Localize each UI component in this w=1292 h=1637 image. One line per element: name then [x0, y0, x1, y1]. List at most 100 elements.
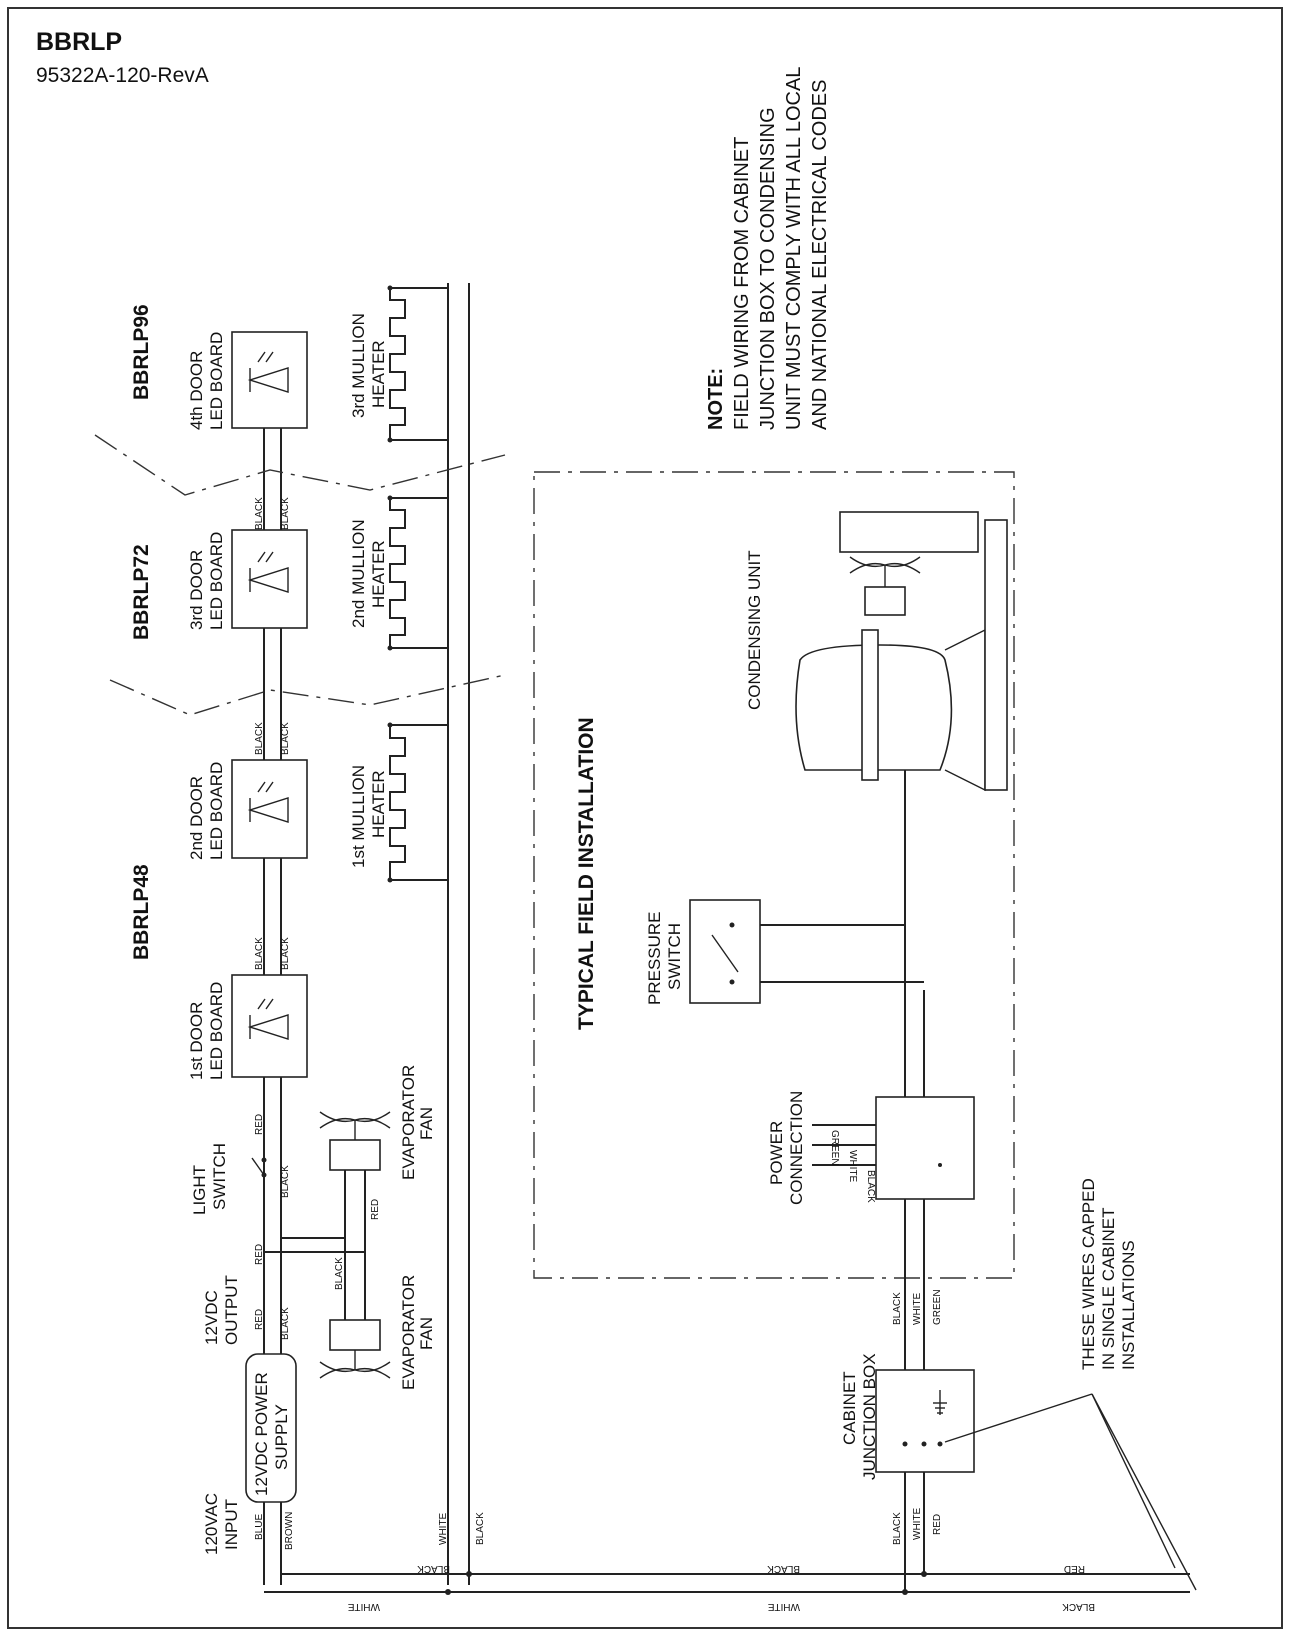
- power-supply-label-1: 12VDC POWER: [252, 1372, 271, 1496]
- wire-label-black: BLACK: [280, 937, 291, 970]
- led-board-1-label-2: LED BOARD: [207, 982, 226, 1080]
- junction-box-label-2: JUNCTION BOX: [860, 1353, 879, 1480]
- pressure-switch-label-1: PRESSURE: [645, 911, 664, 1005]
- wire-label-black: BLACK: [254, 937, 265, 970]
- wire-label-black: BLACK: [334, 1257, 345, 1290]
- led-board-2-label-2: LED BOARD: [207, 762, 226, 860]
- wire-label-black: BLACK: [767, 1563, 800, 1574]
- heater-3-label-2: HEATER: [369, 340, 388, 408]
- led-board-1-label-1: 1st DOOR: [187, 1002, 206, 1080]
- wire-label-black: BLACK: [254, 497, 265, 530]
- wire-label-black: BLACK: [892, 1292, 903, 1325]
- evap-fan-bottom-label-2: FAN: [417, 1317, 436, 1350]
- wire-label-blue: BLUE: [254, 1514, 265, 1540]
- field-wire-labels: BLACK WHITE GREEN BLACK WHITE RED BLACK …: [347, 1289, 1095, 1612]
- input-label-1: 120VAC: [202, 1493, 221, 1555]
- wire-label-white: WHITE: [438, 1512, 449, 1545]
- wire-label-white: WHITE: [912, 1507, 923, 1540]
- evaporator-fan-top: EVAPORATOR FAN RED BLACK: [319, 1065, 436, 1290]
- power-supply-label-2: SUPPLY: [272, 1404, 291, 1470]
- field-installation-boundary: TYPICAL FIELD INSTALLATION: [533, 471, 1015, 1279]
- model-label-bbrlp72: BBRLP72: [130, 544, 153, 640]
- wire-label-black: BLACK: [280, 722, 291, 755]
- pressure-switch: PRESSURE SWITCH: [645, 899, 924, 1005]
- model-break-lines: [94, 434, 506, 716]
- wire-label-brown: BROWN: [284, 1512, 295, 1550]
- wire-label-black: BLACK: [892, 1512, 903, 1545]
- led-board-1: 1st DOOR LED BOARD: [187, 974, 308, 1080]
- wire-label-black: BLACK: [280, 497, 291, 530]
- capped-note-1: THESE WIRES CAPPED: [1079, 1178, 1098, 1370]
- fan-wiring: [264, 1168, 366, 1320]
- light-switch-label-1: LIGHT: [190, 1165, 209, 1215]
- wire-label-white: WHITE: [767, 1601, 800, 1612]
- wire-label-red: RED: [254, 1309, 265, 1330]
- wire-label-red: RED: [254, 1114, 265, 1135]
- evap-fan-top-label-2: FAN: [417, 1107, 436, 1140]
- led-board-4: 4th DOOR LED BOARD: [187, 331, 308, 430]
- wire-label-black: BLACK: [1062, 1601, 1095, 1612]
- output-label-1: 12VDC: [202, 1290, 221, 1345]
- light-switch-label-2: SWITCH: [210, 1143, 229, 1210]
- capped-wires: THESE WIRES CAPPED IN SINGLE CABINET INS…: [944, 1178, 1197, 1593]
- wire-label-white: WHITE: [347, 1601, 380, 1612]
- model-label-bbrlp96: BBRLP96: [130, 304, 153, 400]
- note-line-2: FIELD WIRING FROM CABINET: [731, 137, 753, 430]
- evap-fan-top-label-1: EVAPORATOR: [399, 1065, 418, 1180]
- drawing-number: 95322A-120-RevA: [36, 64, 209, 87]
- led-board-2: 2nd DOOR LED BOARD: [187, 759, 308, 860]
- mullion-heater-2: 2nd MULLION HEATER: [349, 495, 448, 651]
- wire-label-white: WHITE: [847, 1150, 858, 1183]
- heater-2-label-1: 2nd MULLION: [349, 519, 368, 628]
- pressure-switch-label-2: SWITCH: [665, 923, 684, 990]
- mullion-heater-1: 1st MULLION HEATER: [349, 722, 448, 883]
- led-wire-labels: BLACK BLACK BLACK BLACK BLACK BLACK RED …: [254, 497, 486, 1550]
- wire-label-black: BLACK: [865, 1170, 876, 1203]
- model-label-bbrlp48: BBRLP48: [130, 864, 153, 960]
- evaporator-fan-bottom: EVAPORATOR FAN: [319, 1275, 436, 1390]
- wire-label-black: BLACK: [254, 722, 265, 755]
- input-label-2: INPUT: [222, 1499, 241, 1550]
- field-wiring-note: NOTE: FIELD WIRING FROM CABINET JUNCTION…: [705, 67, 831, 430]
- wire-label-red: RED: [370, 1199, 381, 1220]
- wire-label-red: RED: [1064, 1563, 1085, 1574]
- mullion-heater-3: 3rd MULLION HEATER: [349, 285, 448, 443]
- led-board-2-label-1: 2nd DOOR: [187, 776, 206, 860]
- heater-1-label-2: HEATER: [369, 770, 388, 838]
- wire-label-black: BLACK: [280, 1307, 291, 1340]
- led-board-3-label-2: LED BOARD: [207, 532, 226, 630]
- led-board-3: 3rd DOOR LED BOARD: [187, 529, 308, 630]
- note-line-3: JUNCTION BOX TO CONDENSING: [757, 107, 779, 430]
- note-line-5: AND NATIONAL ELECTRICAL CODES: [809, 80, 831, 430]
- wire-label-red: RED: [254, 1244, 265, 1265]
- field-installation-title: TYPICAL FIELD INSTALLATION: [575, 717, 598, 1030]
- condensing-unit-label: CONDENSING UNIT: [745, 550, 764, 710]
- led-board-4-label-1: 4th DOOR: [187, 351, 206, 430]
- wire-label-green: GREEN: [932, 1289, 943, 1325]
- drawing-title: BBRLP: [36, 28, 123, 56]
- wire-label-green: GREEN: [829, 1130, 840, 1166]
- evap-fan-bottom-label-1: EVAPORATOR: [399, 1275, 418, 1390]
- heater-2-label-2: HEATER: [369, 540, 388, 608]
- wire-label-black: BLACK: [475, 1512, 486, 1545]
- power-connection: POWER CONNECTION GREEN WHITE BLACK: [767, 1091, 975, 1205]
- power-supply: 12VDC POWER SUPPLY 12VDC OUTPUT 120VAC I…: [202, 1275, 297, 1555]
- capped-note-3: INSTALLATIONS: [1119, 1240, 1138, 1370]
- power-connection-label-1: POWER: [767, 1121, 786, 1185]
- drawing-frame: [7, 7, 1283, 1629]
- wire-label-black: BLACK: [280, 1165, 291, 1198]
- wire-label-white: WHITE: [912, 1292, 923, 1325]
- model-labels: BBRLP48 BBRLP72 BBRLP96: [130, 304, 153, 960]
- heater-3-label-1: 3rd MULLION: [349, 313, 368, 418]
- wire-label-red: RED: [932, 1514, 943, 1535]
- cabinet-junction-box: CABINET JUNCTION BOX: [840, 1353, 975, 1480]
- led-board-4-label-2: LED BOARD: [207, 332, 226, 430]
- wire-label-black: BLACK: [417, 1563, 450, 1574]
- note-line-4: UNIT MUST COMPLY WITH ALL LOCAL: [783, 67, 805, 430]
- note-line-1: NOTE:: [705, 368, 727, 430]
- output-label-2: OUTPUT: [222, 1275, 241, 1345]
- light-switch: LIGHT SWITCH: [190, 1143, 267, 1215]
- heater-1-label-1: 1st MULLION: [349, 765, 368, 868]
- condensing-unit: CONDENSING UNIT: [745, 511, 1008, 792]
